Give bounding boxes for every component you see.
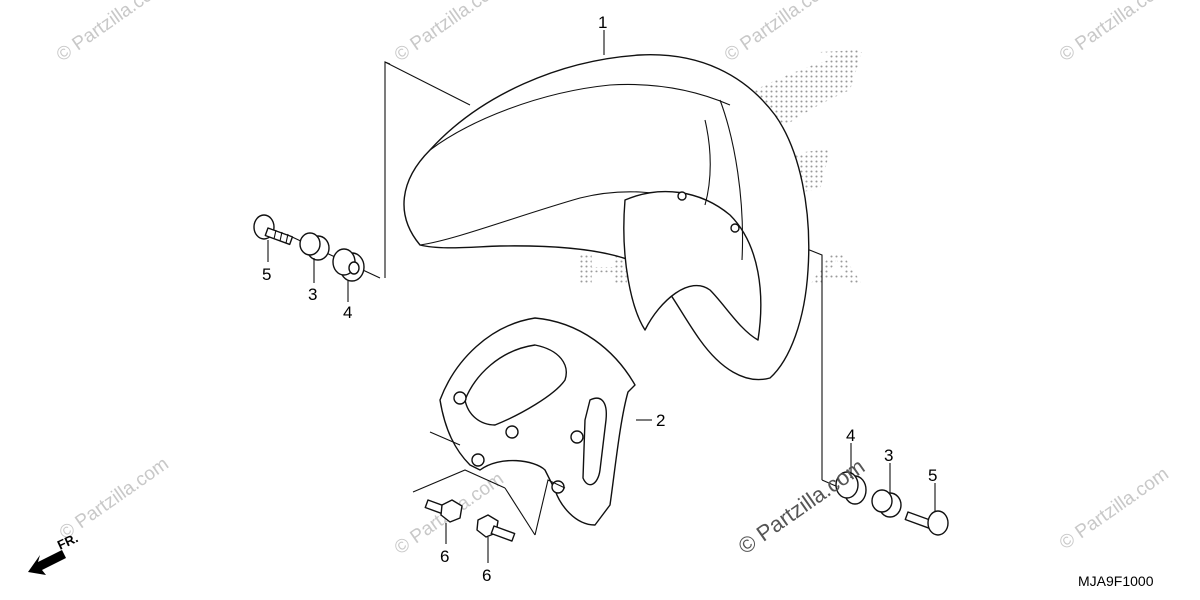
front-fender-part-1[interactable]: [403, 54, 810, 381]
fender-ridge-line: [429, 83, 731, 151]
fender-mount-hole: [677, 191, 687, 201]
watermark: © Partzilla.com: [53, 0, 170, 66]
fender-mount-hole: [730, 223, 740, 233]
watermark: © Partzilla.com: [391, 0, 508, 66]
stay-hole: [453, 391, 467, 405]
callout-5-left[interactable]: 5: [262, 265, 271, 284]
collar-part-3-left[interactable]: [299, 232, 330, 261]
callout-leaders: [267, 30, 936, 563]
watermark: © Partzilla.com: [1056, 463, 1173, 554]
callout-3-right[interactable]: 3: [884, 446, 893, 465]
fender-side-seam: [719, 99, 744, 261]
callout-2[interactable]: 2: [656, 411, 665, 430]
center-watermark: © Partzilla.com: [734, 454, 870, 560]
callout-3-left[interactable]: 3: [308, 285, 317, 304]
bolt-part-5-right[interactable]: [904, 510, 949, 536]
bolt-part-6-b[interactable]: [476, 514, 516, 542]
callout-labels: 1 2 3 4 5 6 6 4 3 5: [262, 13, 937, 585]
callout-4-right[interactable]: 4: [846, 426, 855, 445]
callout-4-left[interactable]: 4: [343, 303, 352, 322]
rubber-part-4-right[interactable]: [835, 471, 867, 505]
fender-rear-flap: [623, 190, 762, 341]
fender-side-seam: [704, 119, 711, 206]
stay-inner-cutout: [464, 344, 567, 426]
front-direction-indicator: FR.: [28, 530, 80, 575]
stay-slot: [582, 397, 607, 486]
rubber-part-4-left[interactable]: [332, 248, 365, 282]
callout-6-b[interactable]: 6: [482, 566, 491, 585]
front-arrow-icon: [28, 550, 66, 575]
fender-outer-shell: [403, 54, 810, 381]
collar-part-3-right[interactable]: [871, 489, 902, 518]
stay-hole: [471, 453, 485, 467]
left-bracket-top: [384, 61, 391, 65]
watermark: © Partzilla.com: [721, 0, 838, 66]
stay-hole: [570, 430, 584, 444]
callout-6-a[interactable]: 6: [440, 547, 449, 566]
stay-hole: [505, 425, 519, 439]
fender-stay-part-2[interactable]: [439, 317, 636, 526]
left-hardware: [253, 214, 365, 282]
callout-1[interactable]: 1: [598, 13, 607, 32]
watermark: © Partzilla.com: [1056, 0, 1173, 66]
callout-5-right[interactable]: 5: [928, 466, 937, 485]
diagram-code: MJA9F1000: [1078, 573, 1154, 589]
bolt-part-6-a[interactable]: [424, 499, 463, 523]
right-hardware: [835, 471, 949, 536]
bolt-part-5-left[interactable]: [253, 214, 294, 246]
